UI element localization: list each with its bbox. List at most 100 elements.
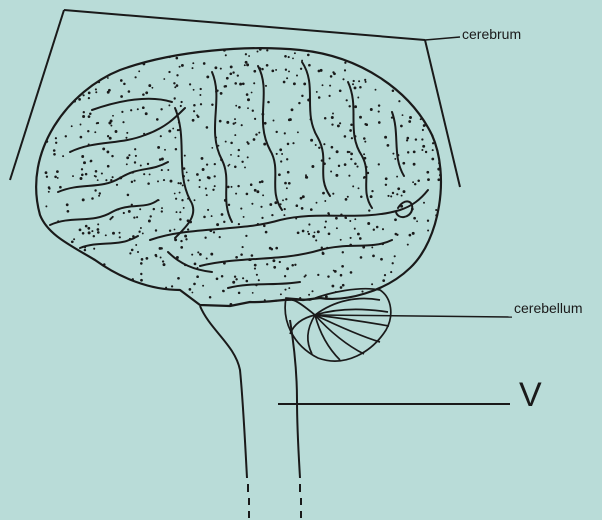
stipple-dot [407,244,409,246]
stipple-dot [247,107,249,109]
stipple-dot [322,192,325,195]
stipple-dot [181,64,184,67]
stipple-dot [98,195,100,197]
stipple-dot [254,264,257,267]
stipple-dot [318,147,320,149]
stipple-dot [99,192,101,194]
stipple-dot [258,132,260,134]
stipple-dot [140,273,142,275]
stipple-dot [189,83,191,85]
stipple-dot [122,121,124,123]
stipple-dot [135,244,137,246]
stipple-dot [106,150,109,153]
stipple-dot [159,247,162,250]
stipple-dot [138,231,140,233]
stipple-dot [435,214,437,216]
stipple-dot [246,63,249,66]
stipple-dot [403,190,406,193]
stipple-dot [185,238,187,240]
stipple-dot [336,150,339,153]
stipple-dot [219,236,221,238]
stipple-dot [253,138,256,141]
stipple-dot [435,209,437,211]
stipple-dot [153,208,155,210]
stipple-dot [97,122,99,124]
stipple-dot [408,120,411,123]
stipple-dot [378,163,380,165]
stipple-dot [200,88,202,90]
stipple-dot [316,202,318,204]
stipple-dot [251,254,254,257]
stipple-dot [297,231,300,234]
stipple-dot [98,81,100,83]
stipple-dot [409,234,412,237]
stipple-dot [323,143,325,145]
stipple-dot [360,256,363,259]
stipple-dot [245,235,247,237]
brain-outline [36,48,441,306]
stipple-dot [239,83,242,86]
stipple-dot [340,239,342,241]
stipple-dot [83,94,85,96]
stipple-dot [264,299,266,301]
stipple-dot [280,293,282,295]
stipple-dot [142,93,145,96]
stipple-dot [331,123,333,125]
stipple-dot [331,116,334,119]
stipple-dot [146,257,149,260]
stipple-dot [337,124,340,127]
stipple-dot [437,168,440,171]
stipple-dot [123,83,126,86]
stipple-dot [168,104,170,106]
stipple-dot [170,180,173,183]
stipple-dot [220,68,222,70]
stipple-dot [422,129,424,131]
stipple-dot [427,229,429,231]
stipple-dot [231,186,233,188]
stipple-dot [199,186,201,188]
stipple-dot [241,161,243,163]
stipple-dot [427,178,430,181]
stipple-dot [134,180,136,182]
stipple-dot [46,176,48,178]
stipple-dot [140,262,143,265]
stipple-dot [197,251,199,253]
stipple-dot [314,231,316,233]
stipple-dot [291,264,294,267]
v-label: V [519,376,542,415]
stipple-dot [66,203,69,206]
stipple-dot [163,78,165,80]
stipple-dot [223,221,225,223]
stipple-dot [176,57,179,60]
stipple-dot [131,249,134,252]
stipple-dot [204,237,206,239]
stipple-dot [244,166,246,168]
stipple-dot [390,271,392,273]
stipple-dot [331,285,334,288]
stipple-dot [88,97,90,99]
stipple-dot [308,233,310,235]
stipple-dot [258,279,260,281]
stipple-dot [109,137,112,140]
spinal-cord-dashes [248,484,301,518]
stipple-dot [97,223,99,225]
stipple-dot [229,72,232,75]
stipple-dot [400,125,403,128]
stipple-dot [126,163,128,165]
stipple-dot [110,125,112,127]
stipple-dot [308,223,310,225]
stipple-dot [341,265,344,268]
stipple-dot [137,251,139,253]
stipple-dot [437,178,440,181]
stipple-dot [407,151,409,153]
stipple-dot [359,86,362,89]
stipple-dot [97,231,100,234]
stipple-dot [273,120,275,122]
stipple-dot [360,196,363,199]
stipple-dot [139,208,141,210]
stipple-dot [148,220,151,223]
stipple-dot [155,229,157,231]
stipple-dot [91,197,94,200]
stipple-dot [206,163,208,165]
